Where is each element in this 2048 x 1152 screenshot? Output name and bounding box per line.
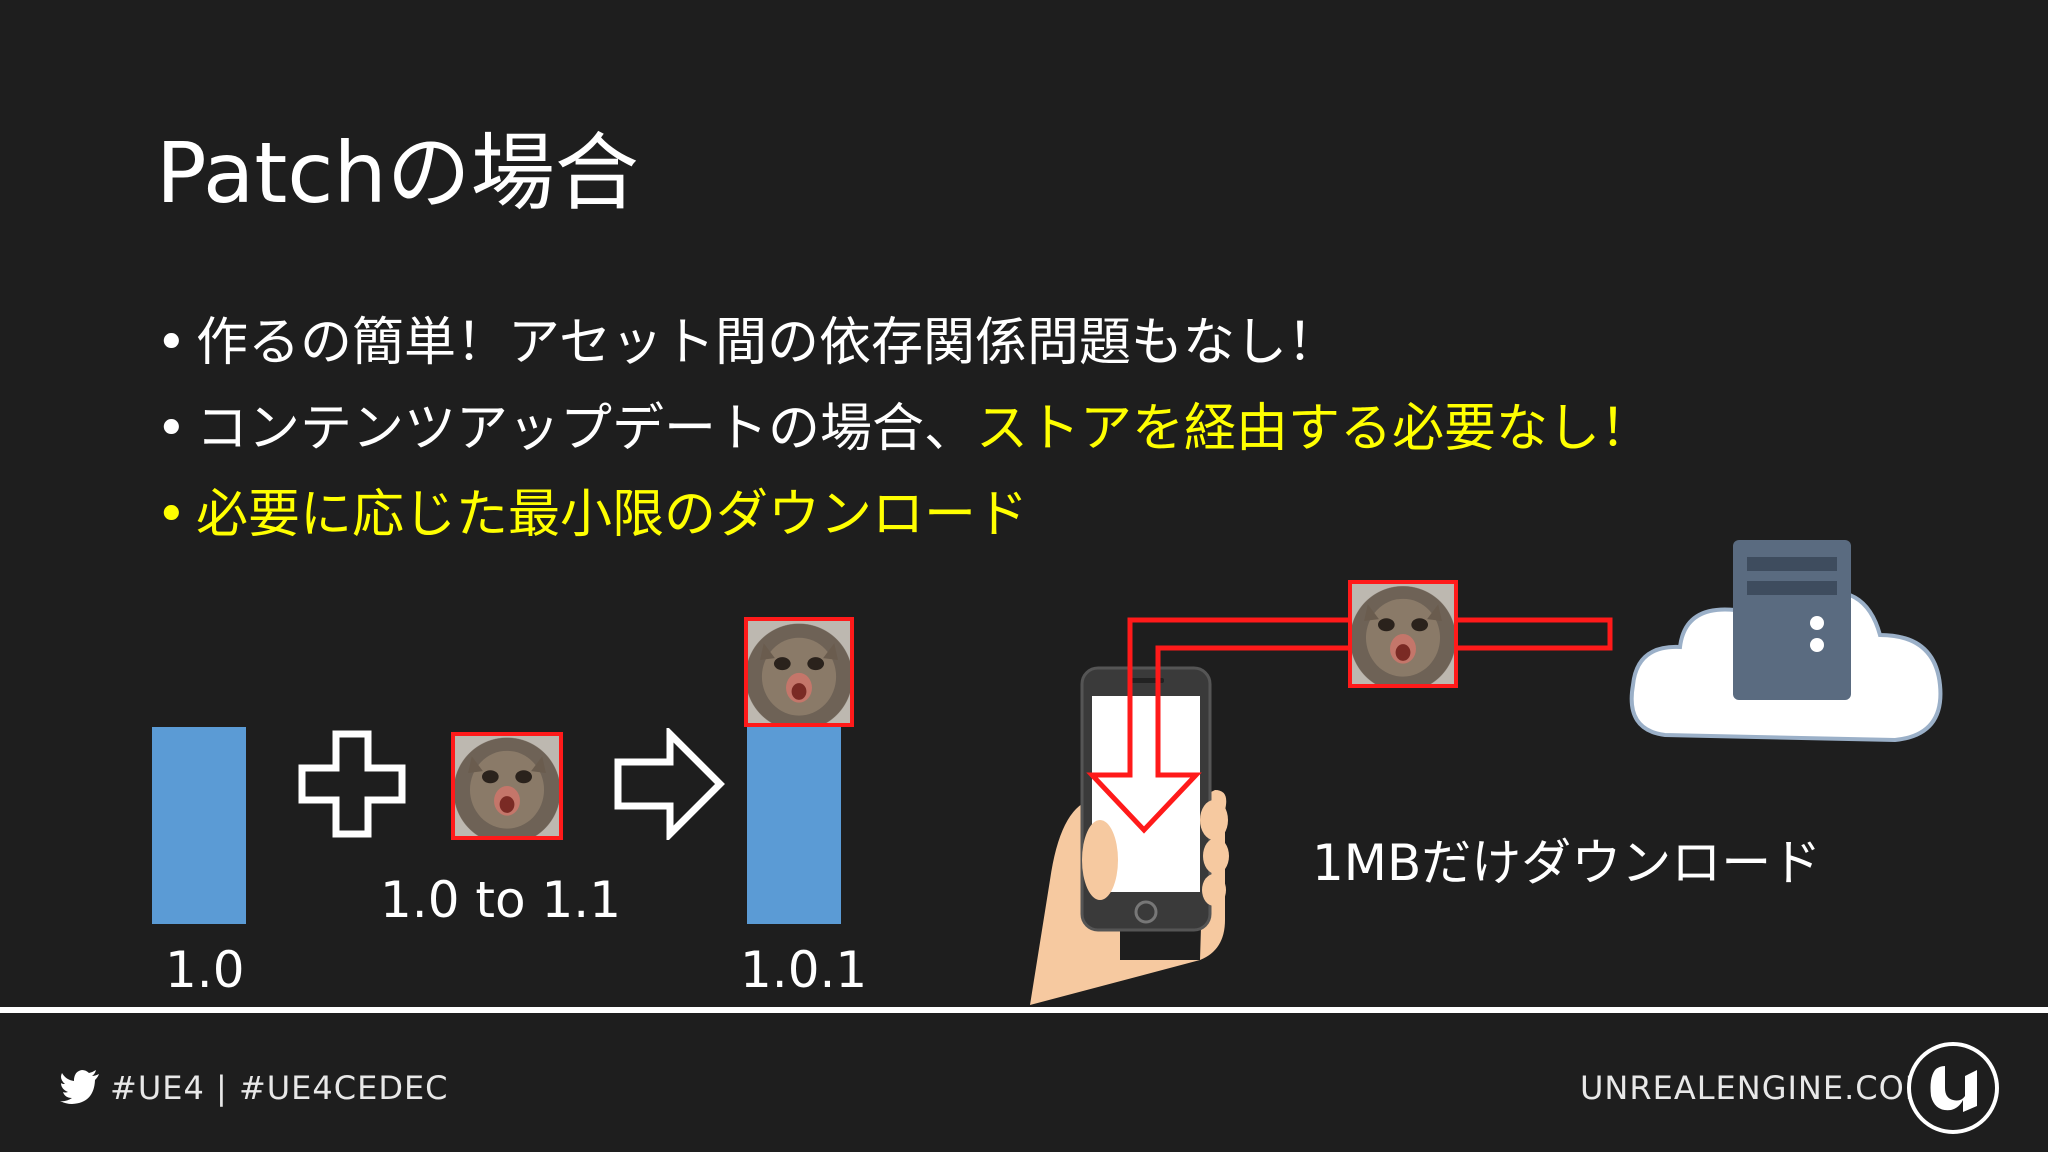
unreal-engine-logo xyxy=(1907,1042,1999,1134)
bullet-item: • 作るの簡単！アセット間の依存関係問題もなし！ xyxy=(156,300,1956,386)
download-size-label: 1MBだけダウンロード xyxy=(1312,834,1822,892)
bullet-text: コンテンツアップデートの場合、 xyxy=(196,399,977,459)
version-result-label: 1.0.1 xyxy=(740,941,868,999)
patch-label: 1.0 to 1.1 xyxy=(380,871,622,929)
footer-divider xyxy=(0,1007,2048,1013)
bullet-highlight: ストアを経由する必要なし！ xyxy=(976,399,1653,459)
footer xyxy=(0,1013,2048,1152)
download-cat-image xyxy=(1348,580,1458,688)
bullet-dot: • xyxy=(156,399,187,459)
bullet-item: • 必要に応じた最小限のダウンロード xyxy=(156,472,1956,558)
bullet-highlight: 必要に応じた最小限のダウンロード xyxy=(196,485,1029,545)
smartphone-icon xyxy=(1030,666,1229,1005)
bullet-dot: • xyxy=(156,485,187,545)
twitter-bird-icon xyxy=(60,1070,99,1104)
plus-icon xyxy=(298,730,406,838)
footer-site-link[interactable]: UNREALENGINE.COM xyxy=(1580,1069,1934,1107)
version-base-label: 1.0 xyxy=(165,941,245,999)
bullet-dot: • xyxy=(156,313,187,373)
bullet-text: 作るの簡単！アセット間の依存関係問題もなし！ xyxy=(196,313,1339,373)
cloud-server-icon xyxy=(1629,540,1943,743)
version-bar-base xyxy=(152,727,246,924)
arrow-right-icon xyxy=(614,728,725,840)
footer-hashtags: #UE4 | #UE4CEDEC xyxy=(110,1069,449,1107)
patch-cat-image xyxy=(451,732,563,840)
version-bar-result xyxy=(747,727,841,924)
applied-cat-image xyxy=(744,617,854,727)
bullet-item: • コンテンツアップデートの場合、ストアを経由する必要なし！ xyxy=(156,386,1956,472)
bullet-list: • 作るの簡単！アセット間の依存関係問題もなし！ • コンテンツアップデートの場… xyxy=(156,300,1956,558)
slide-title: Patchの場合 xyxy=(156,124,639,222)
